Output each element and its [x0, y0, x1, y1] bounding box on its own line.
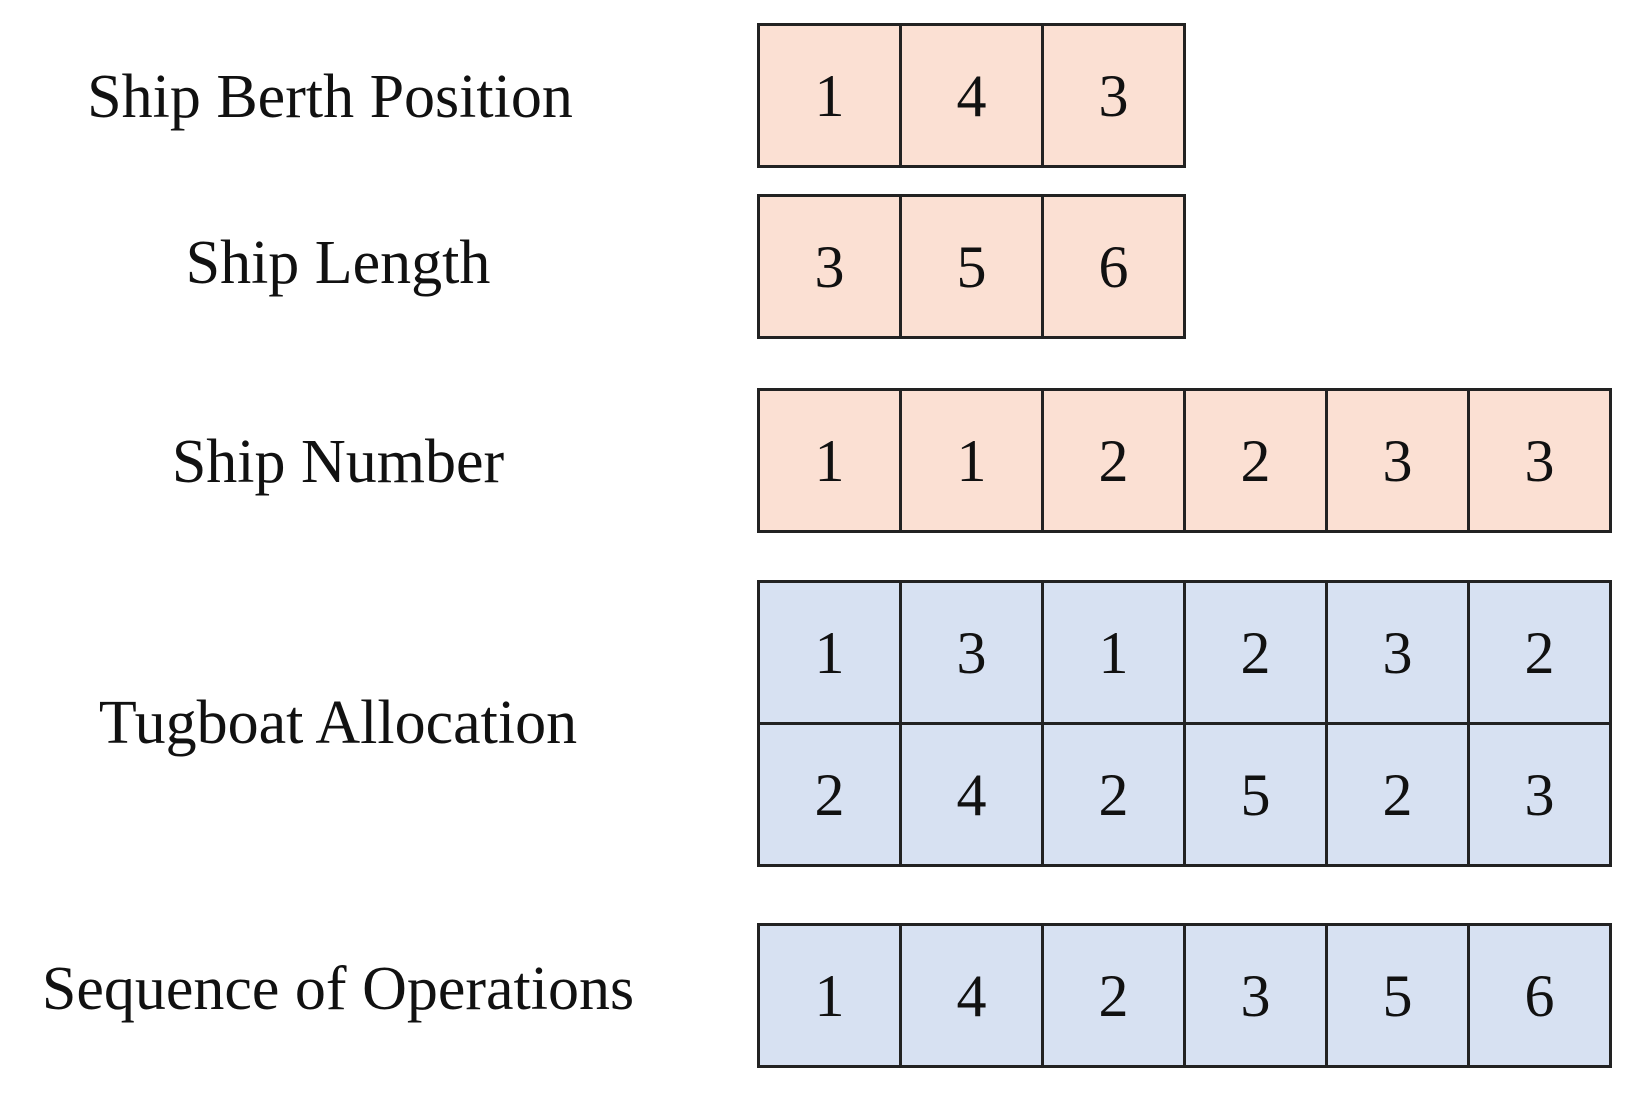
tugboat-allocation-label: Tugboat Allocation [98, 689, 578, 757]
ship-berth-position-cell: 1 [760, 26, 902, 168]
ship-length-cell: 5 [902, 197, 1044, 339]
ship-berth-position-cell: 3 [1044, 26, 1186, 168]
sequence-of-operations-cell: 4 [902, 926, 1044, 1068]
tugboat-allocation-cell: 2 [1186, 583, 1328, 725]
ship-berth-position-cell: 4 [902, 26, 1044, 168]
sequence-of-operations-cell: 6 [1470, 926, 1612, 1068]
ship-number-cell: 3 [1470, 391, 1612, 533]
sequence-of-operations-cell: 3 [1186, 926, 1328, 1068]
tugboat-allocation-cell: 5 [1186, 725, 1328, 867]
tugboat-allocation-cell: 3 [1470, 725, 1612, 867]
tugboat-allocation-cell: 2 [1470, 583, 1612, 725]
tugboat-allocation-cell: 2 [1328, 725, 1470, 867]
tugboat-allocation-cell: 4 [902, 725, 1044, 867]
ship-length-label: Ship Length [185, 229, 491, 297]
tugboat-allocation-cell: 3 [1328, 583, 1470, 725]
tugboat-allocation-cell: 1 [760, 583, 902, 725]
ship-number-label: Ship Number [171, 428, 505, 496]
ship-number-cell: 1 [902, 391, 1044, 533]
ship-number-cell: 1 [760, 391, 902, 533]
ship-number-cell: 2 [1044, 391, 1186, 533]
sequence-of-operations-label: Sequence of Operations [41, 955, 635, 1023]
ship-length-cell: 3 [760, 197, 902, 339]
ship-berth-position-label: Ship Berth Position [87, 63, 573, 131]
tugboat-allocation-cell: 3 [902, 583, 1044, 725]
tugboat-allocation-cell: 2 [760, 725, 902, 867]
tugboat-allocation-cell: 1 [1044, 583, 1186, 725]
sequence-of-operations-cell: 5 [1328, 926, 1470, 1068]
ship-length-cell: 6 [1044, 197, 1186, 339]
sequence-of-operations-cell: 1 [760, 926, 902, 1068]
ship-number-cell: 2 [1186, 391, 1328, 533]
sequence-of-operations-cell: 2 [1044, 926, 1186, 1068]
ship-number-cell: 3 [1328, 391, 1470, 533]
tugboat-allocation-cell: 2 [1044, 725, 1186, 867]
